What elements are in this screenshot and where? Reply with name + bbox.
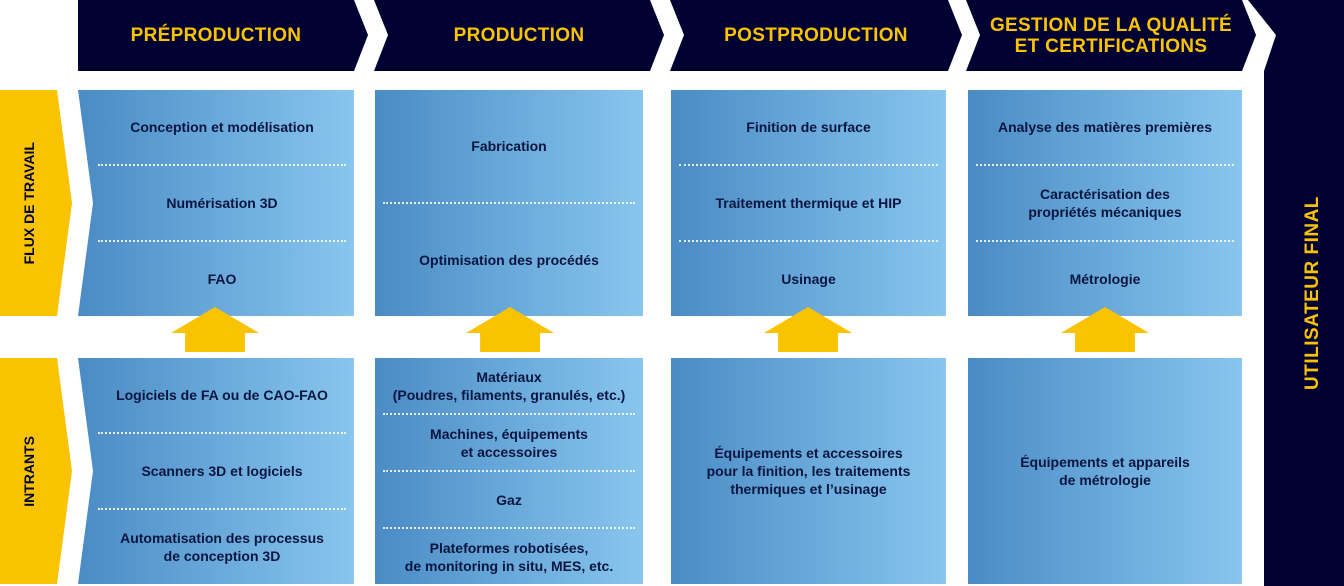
inputs-item: Équipements et appareils de métrologie: [1020, 454, 1190, 488]
inputs-item: Automatisation des processus de concepti…: [120, 530, 324, 564]
row-label-text: INTRANTS: [21, 435, 37, 507]
workflow-item: Traitement thermique et HIP: [679, 166, 938, 242]
workflow-item: Finition de surface: [679, 90, 938, 166]
header-label: POSTPRODUCTION: [724, 25, 908, 46]
row-label-workflow: FLUX DE TRAVAIL: [0, 90, 72, 316]
workflow-item: Usinage: [781, 271, 836, 287]
header-label: PRODUCTION: [453, 25, 585, 46]
workflow-item: Caractérisation des propriétés mécanique…: [976, 166, 1234, 242]
inputs-item: Machines, équipements et accessoires: [383, 415, 635, 472]
inputs-box: Équipements et appareils de métrologie: [968, 358, 1242, 584]
inputs-item: Matériaux (Poudres, filaments, granulés,…: [383, 358, 635, 415]
workflow-item: FAO: [207, 271, 237, 287]
workflow-item: Numérisation 3D: [98, 166, 346, 242]
inputs-box: Matériaux (Poudres, filaments, granulés,…: [375, 358, 643, 584]
inputs-box: Équipements et accessoires pour la finit…: [671, 358, 946, 584]
inputs-item: Logiciels de FA ou de CAO-FAO: [98, 358, 346, 434]
header-label: PRÉPRODUCTION: [130, 25, 302, 46]
header-quality: GESTION DE LA QUALITÉ ET CERTIFICATIONS: [966, 0, 1256, 71]
workflow-item: Métrologie: [1069, 271, 1141, 287]
inputs-item: Plateformes robotisées, de monitoring in…: [404, 539, 614, 574]
end-user-label: UTILISATEUR FINAL: [1302, 196, 1323, 390]
inputs-item: Gaz: [383, 472, 635, 529]
workflow-item: Conception et modélisation: [98, 90, 346, 166]
header-postproduction: POSTPRODUCTION: [670, 0, 962, 71]
end-user-column: UTILISATEUR FINAL: [1248, 0, 1344, 586]
row-label-text: FLUX DE TRAVAIL: [21, 141, 37, 265]
workflow-item: Fabrication: [383, 90, 635, 204]
header-production: PRODUCTION: [374, 0, 664, 71]
workflow-item: Optimisation des procédés: [419, 252, 599, 268]
header-preproduction: PRÉPRODUCTION: [78, 0, 368, 71]
workflow-item: Analyse des matières premières: [976, 90, 1234, 166]
inputs-item: Scanners 3D et logiciels: [98, 434, 346, 510]
inputs-item: Équipements et accessoires pour la finit…: [706, 445, 911, 497]
row-label-inputs: INTRANTS: [0, 358, 72, 584]
header-label: GESTION DE LA QUALITÉ ET CERTIFICATIONS: [989, 14, 1233, 57]
